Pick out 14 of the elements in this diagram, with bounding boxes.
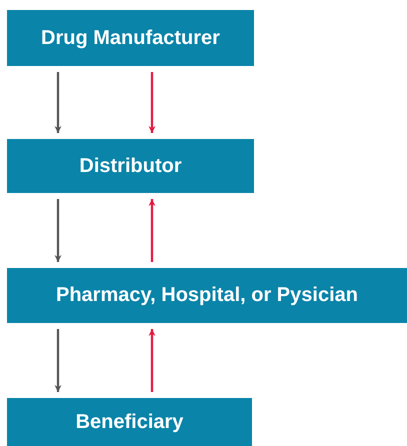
process-box — [7, 268, 407, 323]
box-label: Beneficiary — [76, 410, 184, 434]
arrow — [54, 199, 62, 262]
box-label: Distributor — [79, 154, 182, 178]
process-box — [7, 398, 252, 446]
arrow — [148, 72, 156, 133]
arrow — [148, 329, 156, 392]
box-label: Pharmacy, Hospital, or Pysician — [56, 284, 358, 307]
arrow — [54, 329, 62, 392]
box-label: Drug Manufacturer — [41, 26, 220, 50]
arrow — [54, 72, 62, 133]
process-box — [7, 10, 254, 66]
arrow — [148, 199, 156, 262]
process-box — [7, 139, 254, 193]
